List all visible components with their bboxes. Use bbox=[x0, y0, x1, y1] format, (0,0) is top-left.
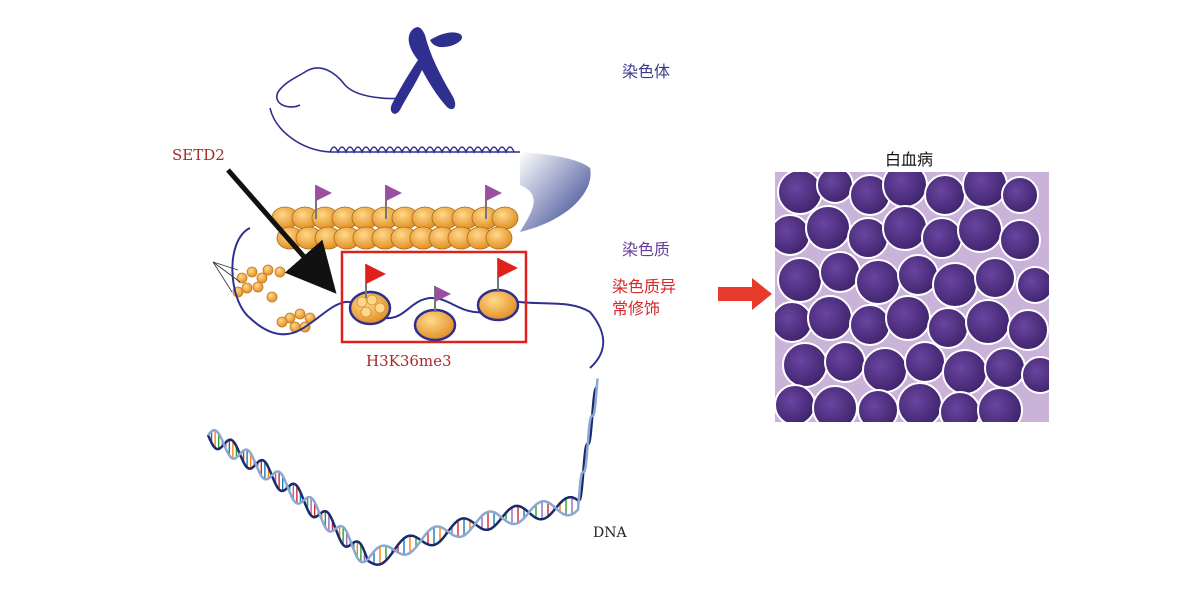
chromosome-icon bbox=[390, 27, 463, 114]
leukemia-micrograph bbox=[775, 172, 1049, 422]
leukemia-cell bbox=[1001, 176, 1039, 214]
solenoid-fiber bbox=[269, 107, 520, 153]
leukemia-cell bbox=[885, 295, 931, 341]
leukemia-cell bbox=[882, 205, 928, 251]
histone-clusters bbox=[232, 264, 316, 333]
methylation-flags-array bbox=[315, 185, 502, 219]
leukemia-cell bbox=[924, 174, 966, 216]
leukemia-cell bbox=[927, 307, 969, 349]
leukemia-cell bbox=[932, 262, 978, 308]
leukemia-cell bbox=[777, 172, 823, 215]
leukemia-cell bbox=[921, 217, 963, 259]
modified-nucleosomes bbox=[348, 288, 520, 342]
leukemia-cell bbox=[862, 347, 908, 393]
leukemia-cell bbox=[849, 304, 891, 346]
leukemia-cell bbox=[974, 257, 1016, 299]
leukemia-cell bbox=[775, 384, 816, 422]
label-abnormal-modification: 染色质异 常修饰 bbox=[612, 276, 676, 320]
histone-leader-lines bbox=[212, 261, 241, 293]
label-h3k36me3: H3K36me3 bbox=[366, 352, 452, 370]
setd2-arrow bbox=[226, 168, 337, 294]
label-abnormal-line2: 常修饰 bbox=[612, 299, 661, 318]
leukemia-cell bbox=[957, 207, 1003, 253]
leukemia-cell bbox=[962, 172, 1008, 208]
highlight-box bbox=[340, 250, 528, 344]
leukemia-cell bbox=[807, 295, 853, 341]
nucleosome bbox=[491, 206, 519, 230]
leukemia-cell bbox=[777, 257, 823, 303]
leukemia-cell bbox=[965, 299, 1011, 345]
leukemia-cell bbox=[904, 341, 946, 383]
leukemia-cell bbox=[857, 389, 899, 422]
dna-strand bbox=[207, 378, 599, 564]
leukemia-cell bbox=[847, 217, 889, 259]
label-setd2: SETD2 bbox=[172, 146, 225, 164]
dna-helix bbox=[206, 378, 599, 566]
h3k36me3-flags bbox=[365, 258, 518, 312]
leukemia-cell bbox=[1016, 266, 1049, 304]
label-chromatin: 染色质 bbox=[622, 240, 671, 259]
leukemia-cell bbox=[897, 382, 943, 422]
nucleosome bbox=[485, 226, 513, 250]
label-leukemia: 白血病 bbox=[885, 150, 934, 169]
leukemia-cell bbox=[1007, 309, 1049, 351]
dna-strand bbox=[206, 386, 598, 566]
leukemia-cell bbox=[855, 259, 901, 305]
fiber-ribbon bbox=[520, 152, 591, 232]
label-chromosome: 染色体 bbox=[622, 62, 671, 81]
chromatin-loop bbox=[276, 67, 406, 108]
nucleosome-array bbox=[271, 206, 519, 250]
label-dna: DNA bbox=[593, 525, 627, 541]
leukemia-cell bbox=[819, 251, 861, 293]
leukemia-cell bbox=[824, 341, 866, 383]
leukemia-cell bbox=[942, 349, 988, 395]
leukemia-cell bbox=[984, 347, 1026, 389]
leukemia-cell bbox=[977, 387, 1023, 422]
leukemia-cell bbox=[805, 205, 851, 251]
leukemia-cell bbox=[816, 172, 854, 204]
solenoid-coils bbox=[329, 146, 515, 154]
leukemia-cell bbox=[1021, 356, 1049, 394]
leukemia-cell bbox=[812, 385, 858, 422]
leukemia-cell bbox=[939, 391, 981, 422]
leukemia-cell bbox=[775, 301, 813, 343]
leukemia-cell bbox=[782, 342, 828, 388]
red-arrow bbox=[718, 278, 772, 310]
label-abnormal-line1: 染色质异 bbox=[612, 277, 677, 296]
leukemia-cell bbox=[775, 214, 811, 256]
leukemia-cell bbox=[897, 254, 939, 296]
linker-dna bbox=[231, 227, 605, 369]
leukemia-cell bbox=[999, 219, 1041, 261]
